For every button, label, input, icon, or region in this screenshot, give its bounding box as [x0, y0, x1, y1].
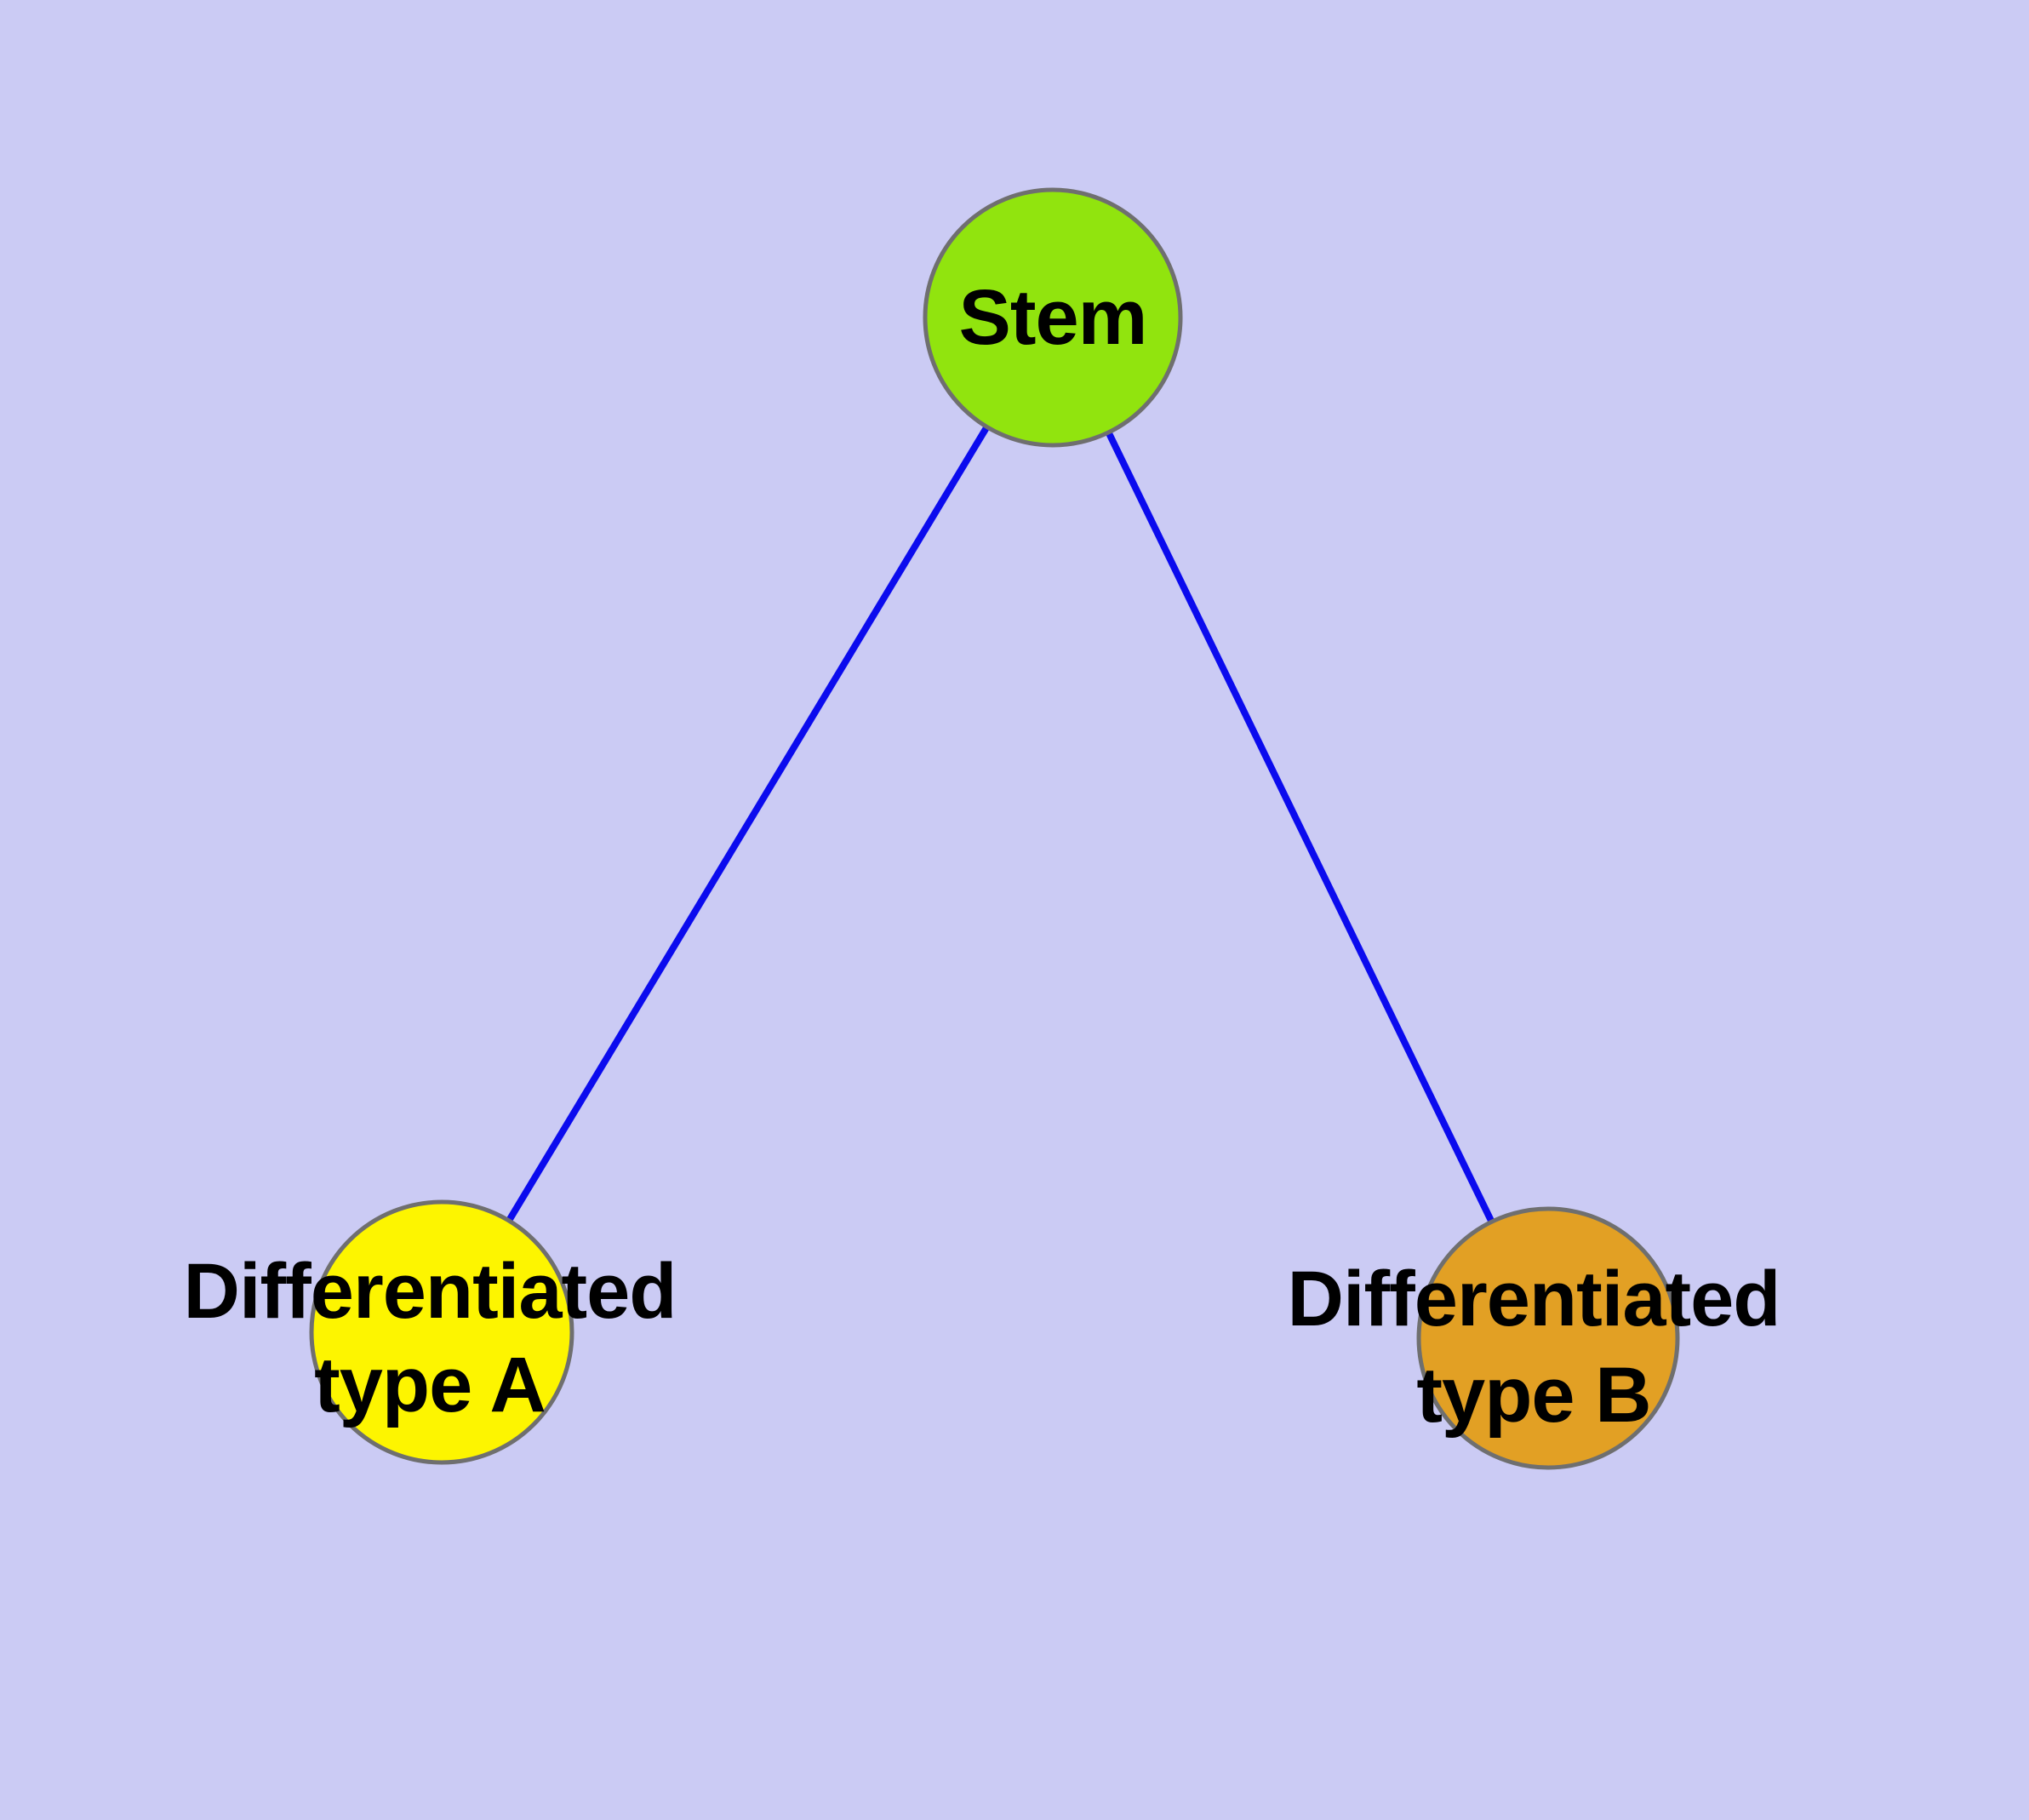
- edge-stem-to-type-b: [1049, 316, 1552, 1340]
- differentiated-type-a-node: [309, 1199, 574, 1465]
- differentiated-type-b-node: [1416, 1206, 1680, 1470]
- stem-node: [923, 187, 1183, 448]
- stem-node-label: Stem: [959, 274, 1147, 361]
- differentiated-type-b-label-line1: Differentiated: [1288, 1256, 1780, 1342]
- differentiated-type-a-label-line2: type A: [314, 1342, 546, 1428]
- differentiated-type-a-label-line1: Differentiated: [184, 1248, 677, 1335]
- differentiated-type-b-label-line2: type B: [1416, 1352, 1650, 1439]
- edge-stem-to-type-a: [438, 315, 1056, 1335]
